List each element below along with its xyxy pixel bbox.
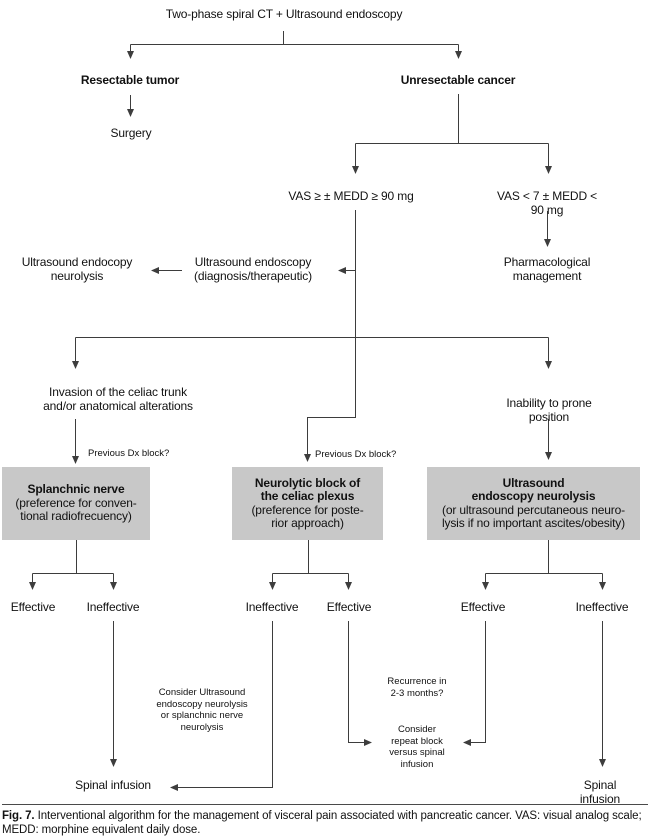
box-splanchnic-title: Splanchnic nerve	[27, 482, 125, 497]
node-pharmacological-management: Pharmacological management	[503, 255, 591, 283]
box-ultrasound-title: Ultrasound endoscopy neurolysis	[471, 475, 596, 503]
box-neurolytic-block: Neurolytic block of the celiac plexus (p…	[232, 467, 383, 540]
connector-right-split	[485, 540, 603, 574]
connector-left-split	[32, 540, 114, 574]
outcome-left-ineffective: Ineffective	[86, 600, 140, 614]
node-resectable-tumor: Resectable tumor	[80, 73, 180, 87]
node-invasion-celiac-trunk: Invasion of the celiac trunk and/or anat…	[43, 385, 193, 413]
node-ultrasound-endoscopy-diagnostic: Ultrasound endoscopy (diagnosis/therapeu…	[194, 255, 312, 283]
note-consider-ultrasound: Consider Ultrasound endoscopy neurolysis…	[156, 687, 248, 733]
label-previous-dx-block-mid: Previous Dx block?	[315, 449, 397, 460]
box-splanchnic-subtitle: (preference for conven- tional radiofrec…	[15, 495, 137, 524]
note-consider-repeat-block: Consider repeat block versus spinal infu…	[389, 724, 445, 770]
flowchart-connectors	[29, 31, 606, 791]
box-ultrasound-neurolysis: Ultrasound endoscopy neurolysis (or ultr…	[427, 467, 640, 540]
connector-root-stem	[130, 31, 459, 45]
connector-mid-split	[272, 540, 349, 574]
node-vas-high: VAS ≥ ± MEDD ≥ 90 mg	[288, 189, 414, 203]
connector-mid-ineffective-to-spinal	[170, 621, 273, 791]
node-ultrasound-endoscopy-neurolysis-left: Ultrasound endocopy neurolysis	[21, 255, 133, 283]
box-neurolytic-subtitle: (preference for poste- rior approach)	[251, 502, 364, 530]
outcome-right-ineffective: Ineffective	[575, 600, 629, 614]
box-splanchnic-nerve: Splanchnic nerve (preference for conven-…	[2, 467, 150, 540]
connector-trunk-to-mid-box	[304, 210, 356, 462]
label-previous-dx-block-left: Previous Dx block?	[88, 448, 170, 459]
connector-right-effective-to-repeat	[463, 621, 486, 746]
box-neurolytic-title: Neurolytic block of the celiac plexus	[254, 475, 361, 503]
node-inability-prone-position: Inability to prone position	[506, 396, 592, 424]
node-root: Two-phase spiral CT + Ultrasound endosco…	[165, 7, 403, 21]
outcome-mid-effective: Effective	[326, 600, 372, 614]
connector-unresectable-split	[355, 94, 549, 144]
box-ultrasound-subtitle: (or ultrasound percutaneous neuro- lysis…	[441, 502, 626, 530]
connector-mid-effective-to-repeat	[348, 621, 372, 746]
node-spinal-infusion-right: Spinal infusion	[579, 778, 621, 806]
figure-caption-text: Interventional algorithm for the managem…	[2, 810, 642, 836]
node-unresectable-cancer: Unresectable cancer	[400, 73, 516, 87]
figure-caption-label: Fig. 7.	[2, 810, 35, 822]
outcome-right-effective: Effective	[460, 600, 506, 614]
outcome-mid-ineffective: Ineffective	[245, 600, 299, 614]
node-spinal-infusion-left: Spinal infusion	[75, 778, 151, 792]
node-surgery: Surgery	[110, 126, 152, 140]
figure-caption: Fig. 7. Interventional algorithm for the…	[2, 804, 648, 837]
outcome-left-effective: Effective	[10, 600, 56, 614]
note-recurrence: Recurrence in 2-3 months?	[387, 676, 447, 699]
node-vas-low: VAS < 7 ± MEDD < 90 mg	[497, 189, 597, 217]
